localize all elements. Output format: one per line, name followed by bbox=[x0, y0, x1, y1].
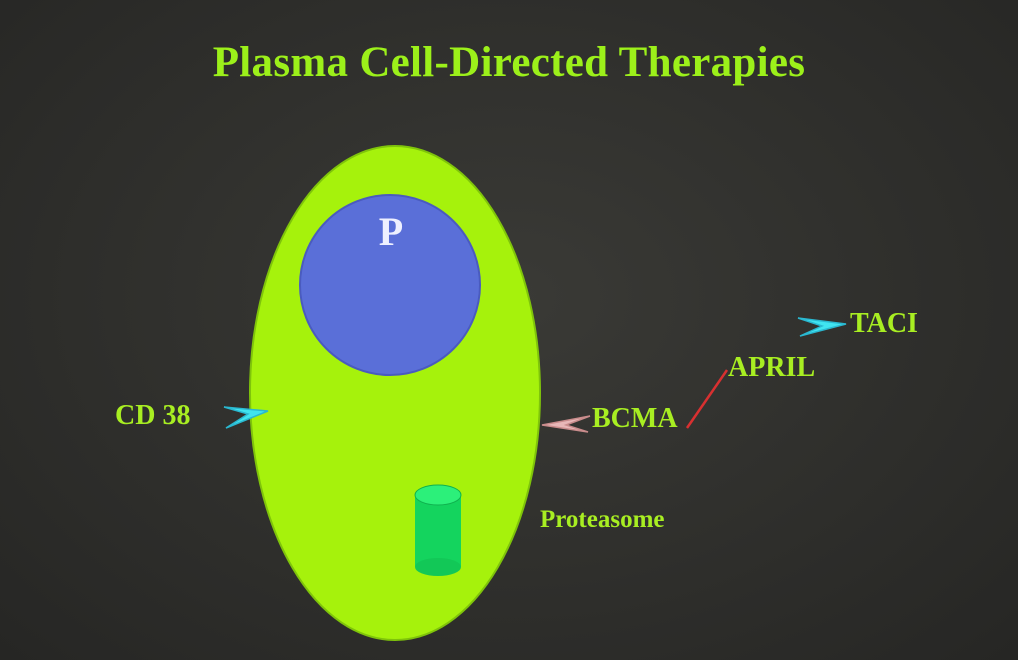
proteasome-cylinder bbox=[414, 484, 462, 576]
taci-receptor-icon bbox=[797, 317, 847, 337]
slide-title: Plasma Cell-Directed Therapies bbox=[212, 39, 806, 86]
bcma-label: BCMA bbox=[592, 403, 678, 434]
april-arrow bbox=[685, 369, 729, 429]
cd38-label: CD 38 bbox=[115, 400, 191, 431]
nucleus-label: P bbox=[378, 209, 404, 254]
bcma-receptor-icon bbox=[541, 415, 591, 433]
april-label: APRIL bbox=[728, 352, 816, 383]
taci-label: TACI bbox=[850, 308, 918, 339]
proteasome-label: Proteasome bbox=[540, 506, 665, 533]
nucleus bbox=[299, 194, 481, 376]
cd38-receptor-icon bbox=[223, 406, 269, 429]
